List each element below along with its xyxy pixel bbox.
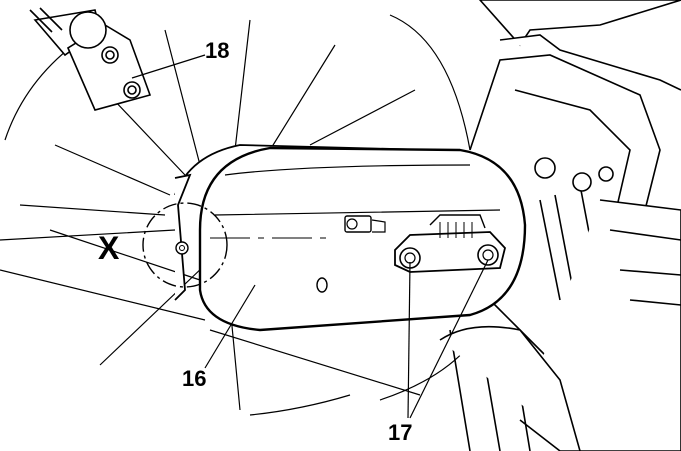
leader-17a [407, 261, 411, 419]
callout-16: 16 [182, 366, 207, 391]
saw-blade [0, 14, 471, 416]
leader-17b [409, 259, 489, 419]
bracket-18 [29, 7, 152, 111]
callout-x: X [98, 230, 120, 266]
leader-16 [204, 284, 256, 369]
leader-lines [204, 259, 489, 419]
detail-circle-x [142, 202, 228, 288]
belt-cover-16 [175, 146, 527, 332]
tensioner-17 [394, 214, 506, 273]
blade-spokes [0, 19, 416, 411]
machine-housing [439, 0, 681, 451]
cover-outline [198, 146, 527, 332]
leader-18 [131, 54, 206, 79]
cover-inner-edge [214, 164, 501, 216]
blade-outer-arc [4, 14, 471, 416]
callout-17: 17 [388, 420, 413, 445]
callout-18: 18 [205, 38, 230, 63]
blade-shadow-lines [0, 269, 421, 396]
